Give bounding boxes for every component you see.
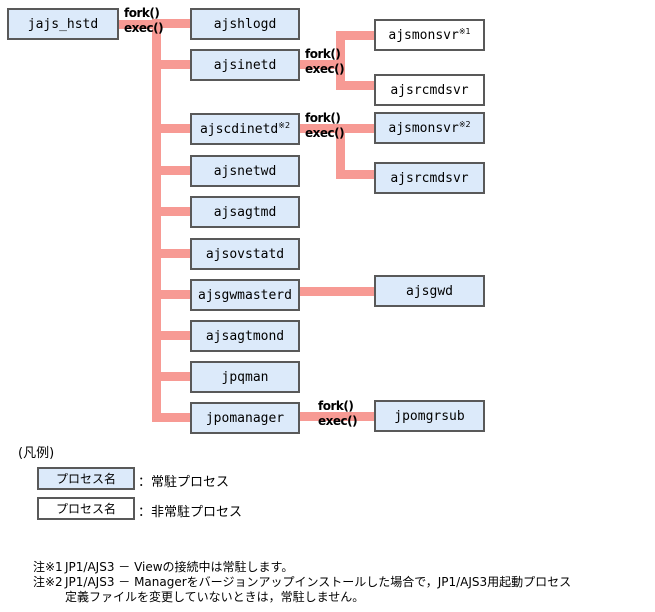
process-label: ajscdinetd: [199, 121, 279, 137]
connector-ajsinetd-to-ajsmonsvr1: [336, 31, 376, 40]
process-label: ajsrcmdsvr: [390, 170, 469, 186]
legend-title: (凡例): [18, 446, 55, 461]
legend-description-nonresident: ：非常駐プロセス: [138, 505, 243, 520]
process-box-jpomanager[interactable]: jpomanager: [190, 402, 300, 434]
footnote-2-line-2: 定義ファイルを変更していないときは，常駐しません。: [65, 590, 365, 604]
legend-box-nonresident: プロセス名: [37, 497, 135, 520]
fork-exec-label-ajsinetd: fork() exec(): [305, 47, 345, 77]
footnote-1-line-1: JP1/AJS3 － Viewの接続中は常駐します。: [65, 560, 294, 574]
legend-description-resident: ：常駐プロセス: [138, 475, 230, 490]
connector-trunk-to-child-8: [152, 331, 192, 340]
process-box-ajshlogd[interactable]: ajshlogd: [190, 8, 300, 40]
process-label: ajshlogd: [213, 16, 277, 32]
connector-trunk-to-child-10: [152, 413, 192, 422]
process-box-ajsinetd[interactable]: ajsinetd: [190, 49, 300, 81]
connector-root-to-trunk: [115, 20, 160, 29]
connector-trunk-to-child-2: [152, 60, 192, 69]
connector-trunk-to-child-6: [152, 249, 192, 258]
fork-exec-label-ajscdinetd: fork() exec(): [305, 111, 345, 141]
footnote-1-marker: 注※1: [33, 560, 63, 574]
process-box-ajsovstatd[interactable]: ajsovstatd: [190, 238, 300, 270]
connector-trunk-to-child-1: [152, 19, 192, 28]
process-label: ajsrcmdsvr: [390, 82, 469, 98]
fork-exec-label-jpomanager: fork() exec(): [318, 399, 358, 429]
footnote-marker-1: ※1: [458, 26, 471, 36]
process-label: ajsnetwd: [213, 163, 277, 179]
footnote-2-marker: 注※2: [33, 575, 63, 589]
footnote-2-line-1: JP1/AJS3 － Managerをバージョンアップインストールした場合で，J…: [65, 575, 572, 589]
exec-text: exec(): [124, 21, 164, 35]
connector-ajsinetd-bus: [336, 31, 345, 90]
process-box-ajsmonsvr-1[interactable]: ajsmonsvr※1: [374, 19, 485, 51]
footnote-marker-2: ※2: [458, 119, 471, 129]
process-label: ajsovstatd: [205, 246, 285, 262]
legend-box-label: プロセス名: [55, 502, 116, 516]
process-box-jpomgrsub[interactable]: jpomgrsub: [374, 400, 485, 432]
fork-text: fork(): [305, 111, 341, 125]
connector-trunk-to-child-5: [152, 207, 192, 216]
process-box-ajsrcmdsvr-1[interactable]: ajsrcmdsvr: [374, 74, 485, 106]
exec-text: exec(): [305, 62, 345, 76]
process-label: jpomanager: [205, 410, 285, 426]
connector-trunk-to-child-7: [152, 290, 192, 299]
process-box-ajsmonsvr-2[interactable]: ajsmonsvr※2: [374, 112, 485, 144]
connector-trunk-to-child-9: [152, 372, 192, 381]
fork-text: fork(): [124, 6, 160, 20]
process-label: ajsmonsvr: [388, 27, 459, 43]
fork-text: fork(): [305, 47, 341, 61]
process-label: jpqman: [221, 369, 269, 385]
fork-text: fork(): [318, 399, 354, 413]
process-box-ajsgwmasterd[interactable]: ajsgwmasterd: [190, 279, 300, 311]
process-label: jajs_hstd: [27, 16, 99, 32]
connector-trunk-to-child-3: [152, 124, 192, 133]
process-box-ajsnetwd[interactable]: ajsnetwd: [190, 155, 300, 187]
connector-trunk-to-child-4: [152, 166, 192, 175]
legend-box-resident: プロセス名: [37, 467, 135, 490]
process-box-ajsrcmdsvr-2[interactable]: ajsrcmdsvr: [374, 162, 485, 194]
process-label: jpomgrsub: [394, 408, 465, 424]
exec-text: exec(): [318, 414, 358, 428]
process-label: ajsinetd: [213, 57, 277, 73]
connector-ajsgwmasterd-to-ajsgwd: [299, 287, 377, 296]
process-box-jpqman[interactable]: jpqman: [190, 361, 300, 393]
fork-exec-label-root: fork() exec(): [124, 6, 164, 36]
connector-ajsinetd-stub: [299, 60, 344, 69]
exec-text: exec(): [305, 126, 345, 140]
process-box-ajsgwd[interactable]: ajsgwd: [374, 275, 485, 307]
process-label: ajsmonsvr: [388, 120, 459, 136]
process-box-ajscdinetd[interactable]: ajscdinetd※2: [190, 113, 300, 145]
process-box-ajsagtmond[interactable]: ajsagtmond: [190, 320, 300, 352]
process-label: ajsgwmasterd: [198, 287, 292, 303]
process-box-ajsagtmd[interactable]: ajsagtmd: [190, 196, 300, 228]
connector-jpomanager-to-jpomgrsub: [299, 412, 377, 421]
footnote-marker-2: ※2: [278, 120, 291, 130]
process-box-jajs-hstd[interactable]: jajs_hstd: [7, 8, 119, 40]
connector-ajscdinetd-stub: [299, 124, 344, 133]
connector-main-trunk: [152, 20, 161, 420]
connector-ajscdinetd-bus: [336, 124, 345, 179]
connector-ajscdinetd-to-ajsrcmdsvr2: [336, 170, 376, 179]
process-label: ajsagtmd: [213, 204, 277, 220]
connector-ajscdinetd-to-ajsmonsvr2: [336, 124, 376, 133]
legend-box-label: プロセス名: [55, 472, 116, 486]
process-label: ajsgwd: [406, 283, 453, 299]
connector-ajsinetd-to-ajsrcmdsvr1: [336, 81, 376, 90]
process-label: ajsagtmond: [205, 328, 285, 344]
